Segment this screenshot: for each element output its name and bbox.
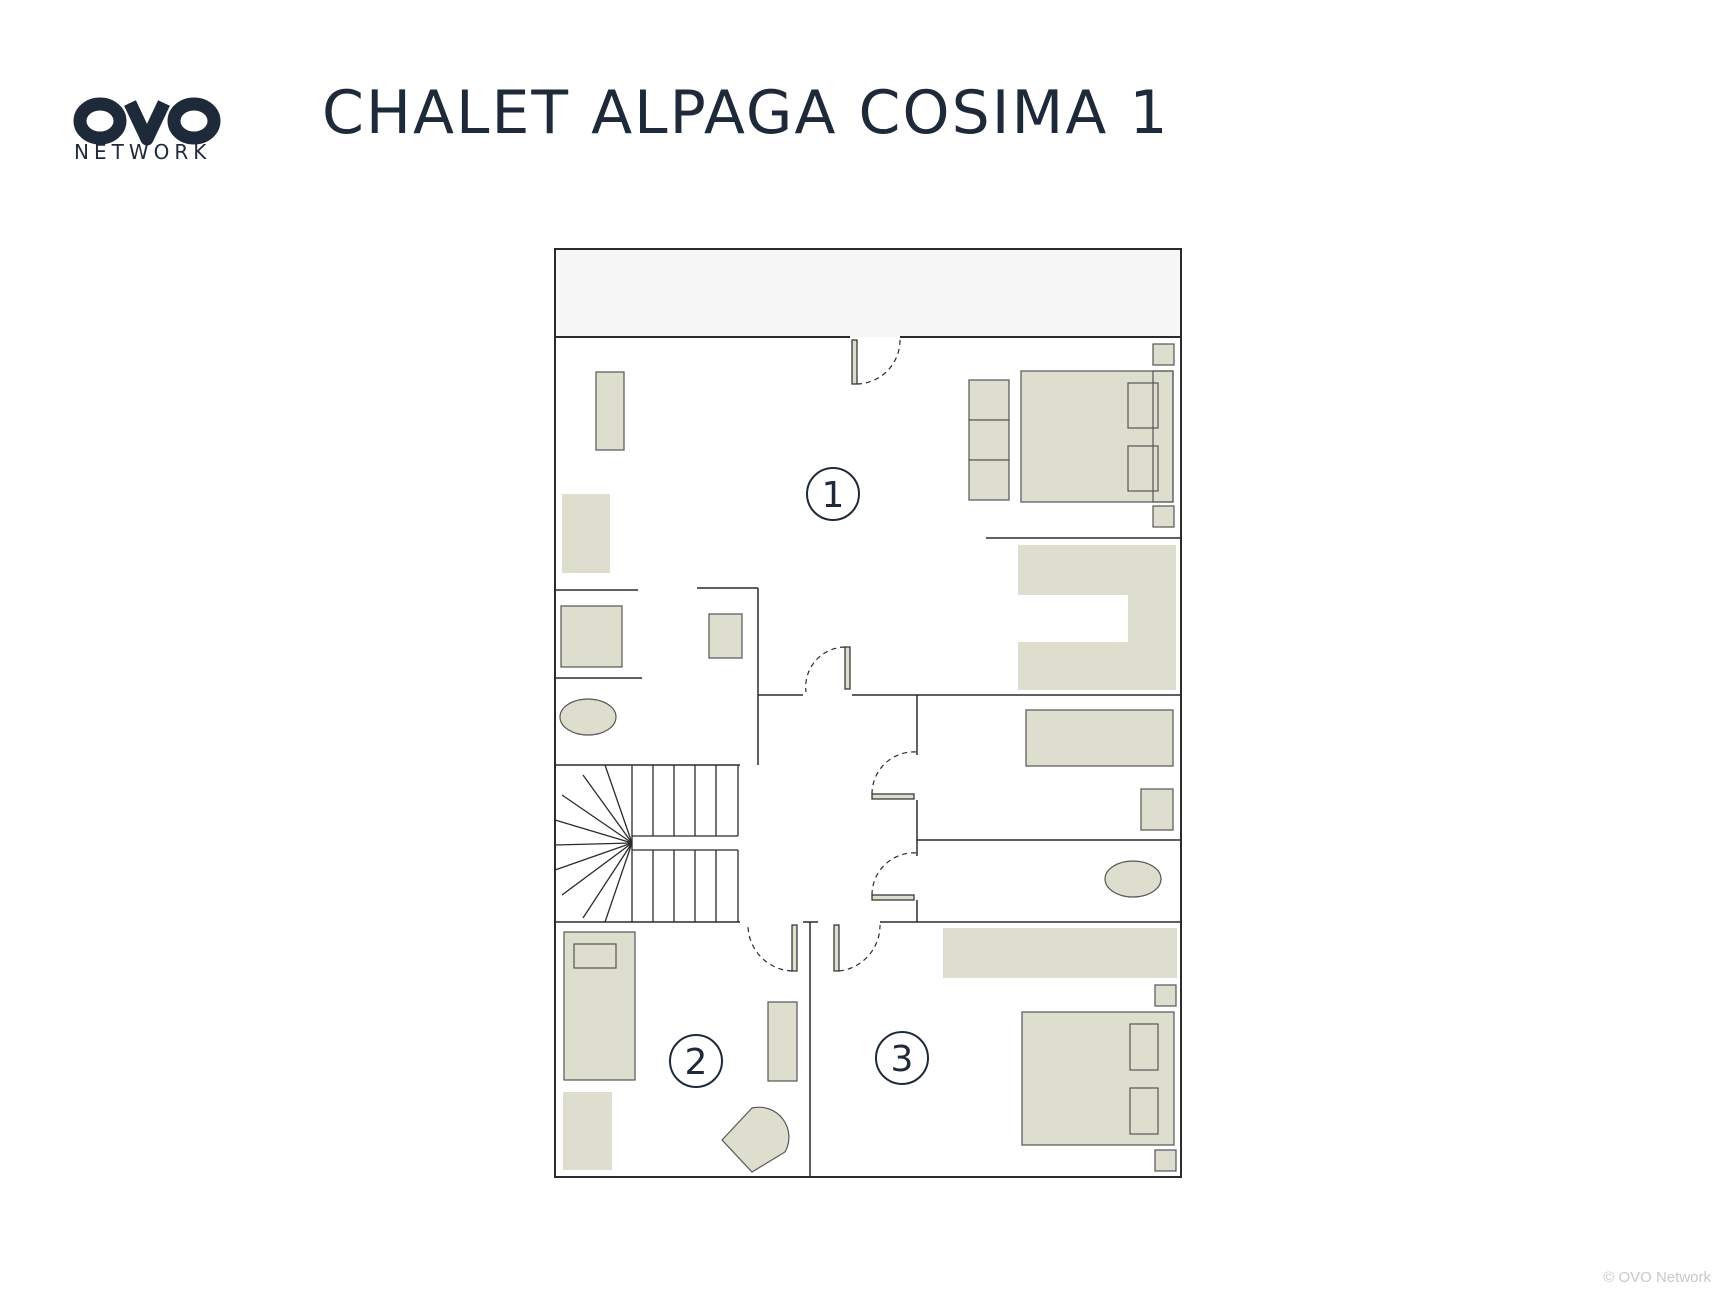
room-2-marker — [669, 1034, 723, 1088]
shower — [560, 605, 623, 668]
nightstand — [1152, 343, 1175, 366]
staircase — [554, 764, 739, 923]
furniture — [560, 343, 1177, 1172]
nightstand — [1154, 1149, 1177, 1172]
sink — [708, 613, 743, 659]
wardrobe-u — [1018, 545, 1176, 690]
doors — [747, 339, 918, 972]
bathtub — [1025, 709, 1174, 767]
cabinet-room1 — [562, 494, 610, 573]
room-1-label: 1 — [822, 475, 845, 516]
balcony — [555, 249, 1181, 337]
armchairs — [968, 379, 1010, 501]
wardrobe-room3 — [943, 928, 1177, 978]
copyright: © OVO Network — [1603, 1269, 1711, 1286]
toilets — [559, 698, 1162, 898]
page-title: CHALET ALPAGA COSIMA 1 — [322, 78, 1170, 148]
room-3-label: 3 — [891, 1039, 914, 1080]
walls — [554, 248, 1182, 1178]
logo-wordmark: NETWORK — [74, 140, 212, 164]
desk-room1 — [595, 371, 625, 451]
ovo-network-logo — [73, 97, 221, 146]
armchair-room2 — [721, 1106, 790, 1173]
room-markers — [669, 467, 929, 1088]
room-3-marker — [875, 1031, 929, 1085]
nightstand — [1152, 505, 1175, 528]
desk-room2 — [767, 1001, 798, 1082]
room-2-label: 2 — [685, 1042, 708, 1083]
sink — [1140, 788, 1174, 831]
shelf-room2 — [563, 1092, 612, 1170]
nightstand — [1154, 984, 1177, 1007]
room-1-marker — [806, 467, 860, 521]
